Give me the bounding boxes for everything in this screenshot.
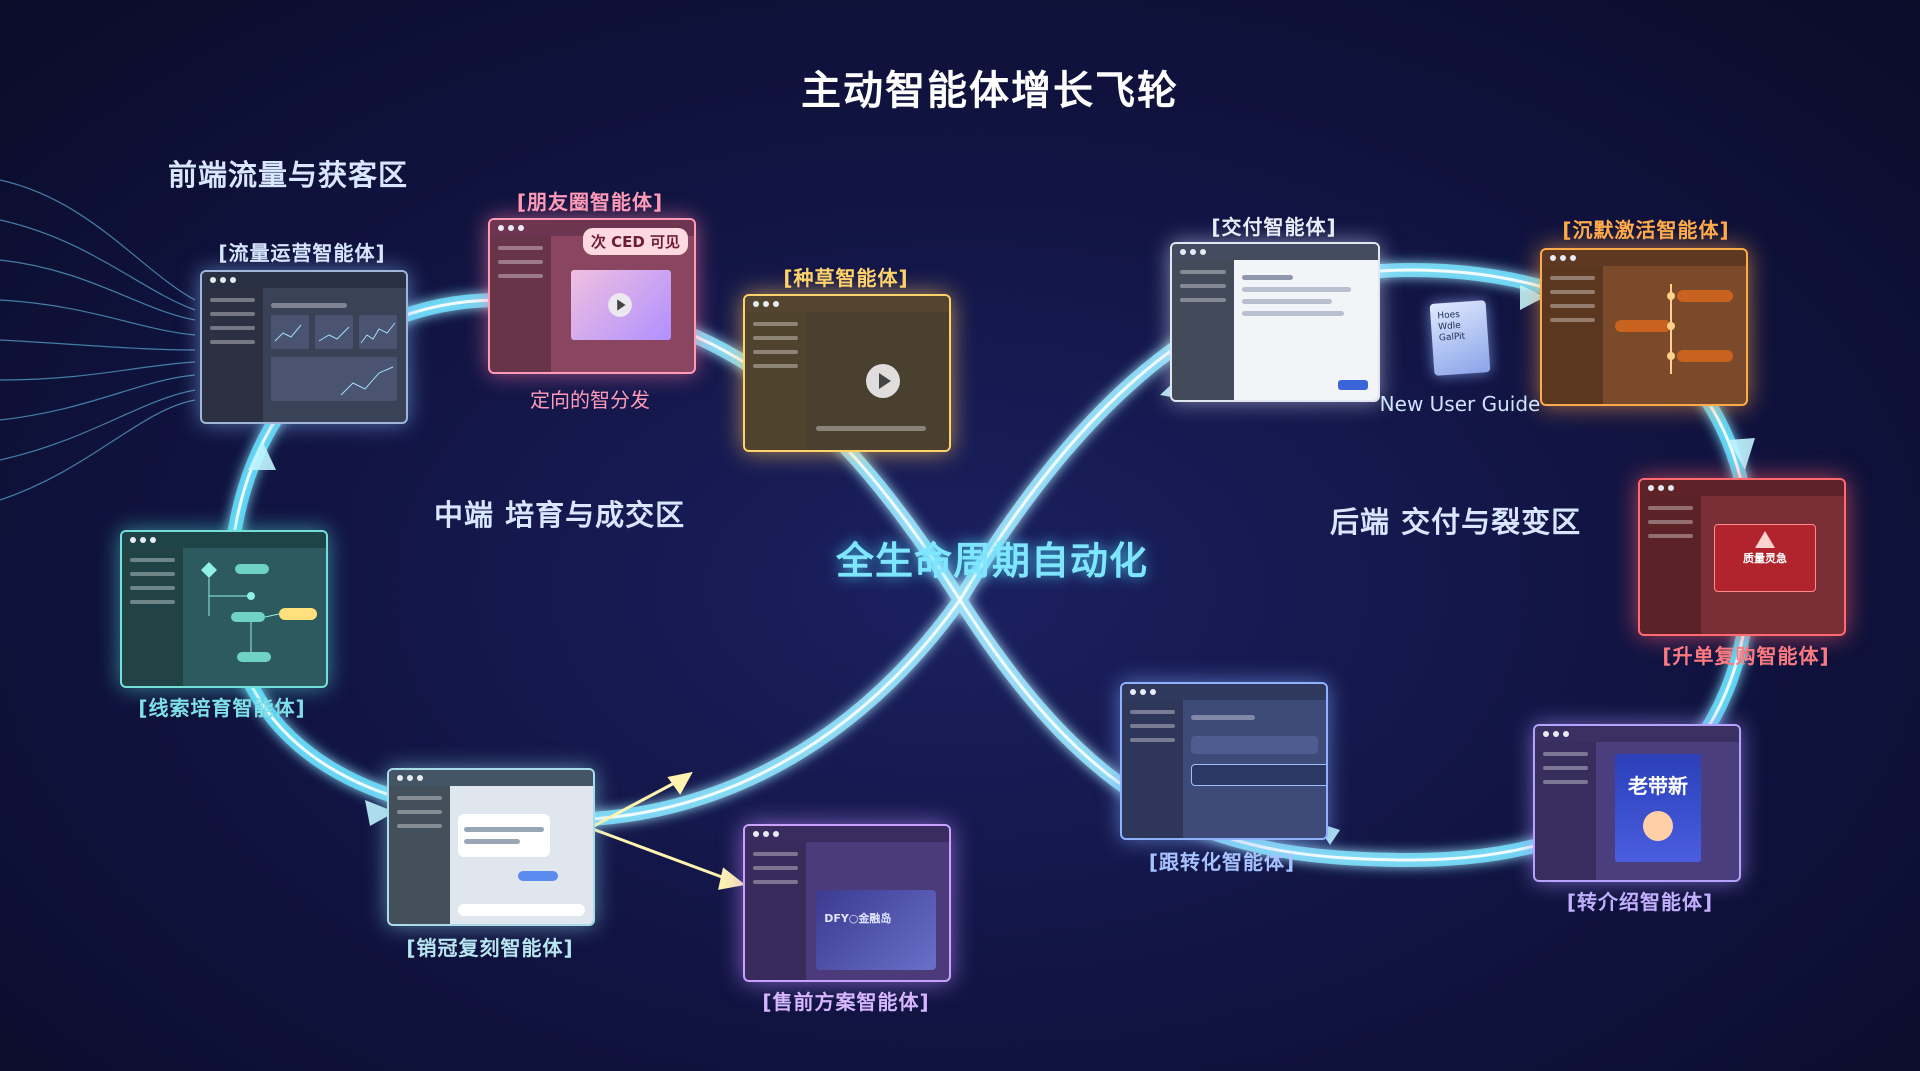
seeding-agent-card bbox=[743, 294, 951, 452]
upsell-agent-label: [升单复购智能体] bbox=[1662, 644, 1830, 668]
lead-nurture-agent-label: [线索培育智能体] bbox=[138, 696, 306, 720]
referral-poster: 老带新 bbox=[1615, 754, 1701, 862]
zone-back-label: 后端 交付与裂变区 bbox=[1330, 505, 1582, 539]
sales-branch-arrows bbox=[589, 771, 746, 890]
dashboard-charts bbox=[271, 315, 398, 401]
silent-activation-agent-card bbox=[1540, 248, 1748, 406]
moments-agent-label: [朋友圈智能体] bbox=[516, 190, 664, 214]
delivery-agent-label: [交付智能体] bbox=[1211, 215, 1337, 239]
presale-agent-label: [售前方案智能体] bbox=[762, 990, 930, 1014]
reactivation-timeline bbox=[1615, 284, 1734, 374]
play-icon bbox=[866, 364, 901, 398]
new-user-guide-label: New User Guide bbox=[1379, 392, 1541, 416]
upsell-agent-card: 质量灵急 bbox=[1638, 478, 1846, 636]
presale-doc-title: DFY○金融岛 bbox=[824, 912, 892, 925]
person-icon bbox=[1643, 811, 1673, 841]
lead-nurture-agent-card bbox=[120, 530, 328, 688]
visibility-badge: 次 CED 可见 bbox=[582, 228, 688, 255]
traffic-agent-card bbox=[200, 270, 408, 424]
workflow-diagram bbox=[201, 562, 318, 662]
alert-box: 质量灵急 bbox=[1714, 524, 1816, 592]
zone-front-label: 前端流量与获客区 bbox=[168, 158, 409, 192]
delivery-agent-card bbox=[1170, 242, 1380, 402]
intake-streams bbox=[0, 179, 196, 501]
page-title: 主动智能体增长飞轮 bbox=[801, 68, 1179, 114]
follow-conversion-agent-label: [跟转化智能体] bbox=[1148, 850, 1296, 874]
warning-icon bbox=[1755, 531, 1775, 548]
seeding-agent-label: [种草智能体] bbox=[783, 266, 909, 290]
alert-title: 质量灵急 bbox=[1743, 552, 1787, 565]
play-icon bbox=[608, 293, 633, 317]
sales-clone-agent-card bbox=[387, 768, 595, 926]
moments-agent-card: 次 CED 可见 bbox=[488, 218, 696, 374]
presale-agent-card: DFY○金融岛 bbox=[743, 824, 951, 982]
moments-agent-sublabel: 定向的智分发 bbox=[530, 388, 650, 412]
follow-conversion-agent-card bbox=[1120, 682, 1328, 840]
new-user-guide-icon: Hoes Wdle GalPit bbox=[1429, 300, 1491, 376]
zone-middle-label: 中端 培育与成交区 bbox=[434, 498, 686, 532]
traffic-agent-label: [流量运营智能体] bbox=[218, 241, 386, 265]
silent-activation-agent-label: [沉默激活智能体] bbox=[1562, 218, 1730, 242]
sales-clone-agent-label: [销冠复刻智能体] bbox=[406, 936, 574, 960]
referral-agent-card: 老带新 bbox=[1533, 724, 1741, 882]
referral-agent-label: [转介绍智能体] bbox=[1566, 890, 1714, 914]
center-label: 全生命周期自动化 bbox=[836, 539, 1149, 583]
